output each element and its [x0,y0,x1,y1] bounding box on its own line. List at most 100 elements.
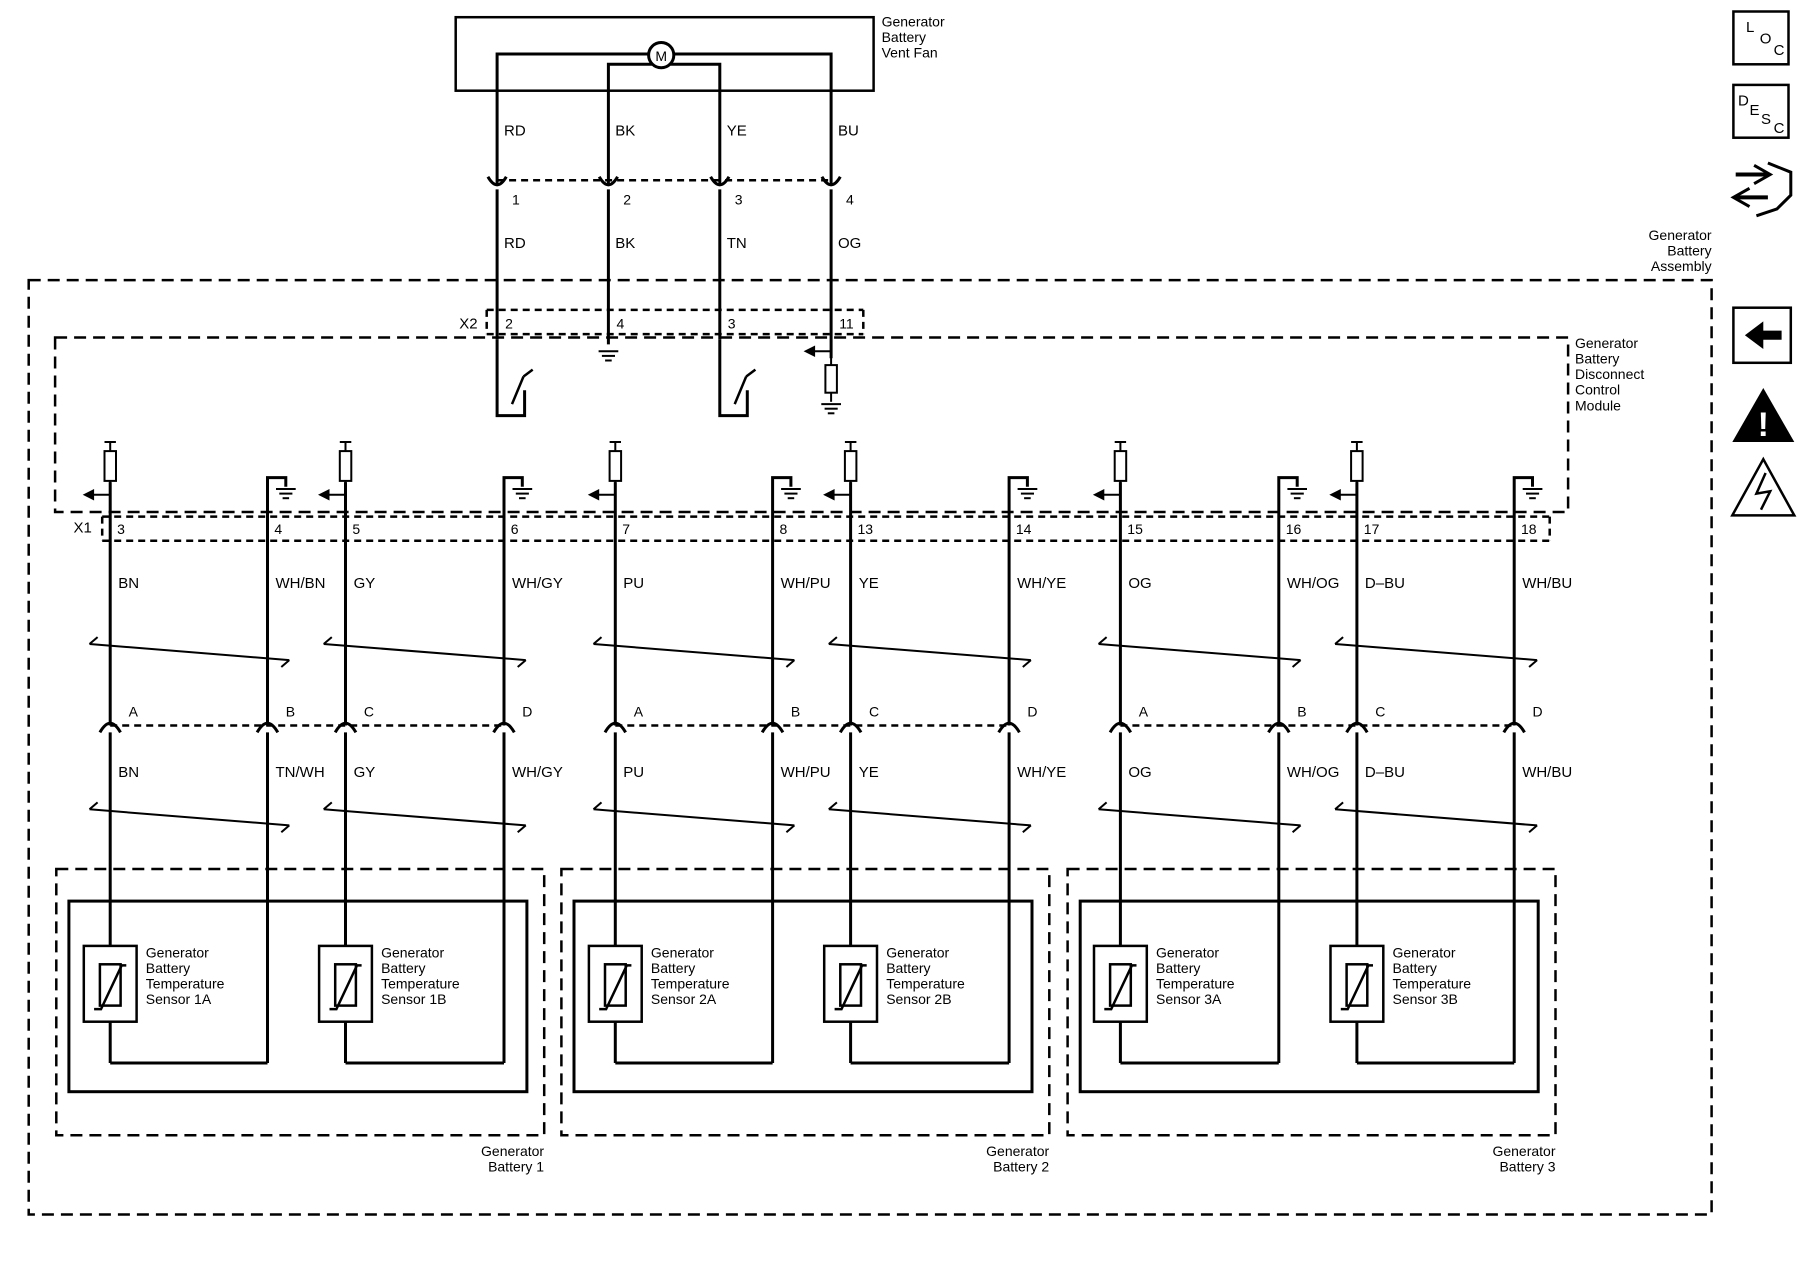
twist-hook [1334,801,1344,811]
twisted-pair-marker [592,801,796,834]
temperature-sensor-label-line: Temperature [1156,976,1235,992]
arrow-head [803,345,816,357]
twist-hook [592,801,603,811]
signal-arrow-icon [587,489,616,501]
x1-pin: 6 [511,521,519,537]
inline-connector-pin: C [1375,703,1385,719]
assembly-label-line: Assembly [1651,258,1712,274]
twist-hook [785,659,796,668]
inline-connector-terminal [492,721,516,734]
connector-repair-icon[interactable] [1730,161,1793,218]
harness-lower-color: WH/OG [1287,764,1340,781]
inline-connector-pin: C [364,703,374,719]
inline-connector-terminal [1108,721,1133,734]
twisted-pair-marker [828,636,1032,668]
harness-upper-color: WH/BN [276,575,326,592]
repair-arrow-head [1730,186,1751,208]
temperature-sensor-label-line: Generator [381,944,444,960]
thermistor-icon [822,944,879,1023]
ground-icon [781,488,801,500]
terminal-cup [820,176,842,187]
twisted-pair-marker [1334,801,1538,834]
pullup-resistor [103,441,117,493]
twisted-pair-marker [592,636,796,668]
inline-connector-pin: A [129,703,139,719]
temperature-sensor-label-line: Sensor 1B [381,991,446,1007]
fan-harness-color: TN [727,235,747,252]
desc-letter: E [1750,102,1760,119]
inline-connector-pin: D [522,703,532,719]
twist-hook [828,636,838,645]
terminal-cup [255,721,280,734]
thermistor-body [603,963,627,1007]
twisted-pair-marker [1097,636,1302,668]
pullup-resistor [843,441,858,493]
return-wire [266,476,288,726]
thermistor-icon [82,944,138,1023]
temperature-sensor-label-line: Battery [381,960,425,976]
fan-connector-terminal [597,176,619,187]
twist-line [1098,643,1301,662]
harness-upper-color: WH/PU [781,575,831,592]
harness-upper-color: WH/BU [1522,575,1572,592]
twist-hook [517,824,527,834]
thermistor-slash [329,964,362,1011]
twist-line [593,643,795,662]
fan-connector-terminal [709,176,731,187]
warning-icon[interactable]: ! [1732,388,1795,444]
temperature-sensor-label-line: Generator [886,944,949,960]
x2-connector-label: X2 [459,315,477,332]
twist-line [323,808,526,827]
generator-battery-3 [1066,867,1557,1137]
pullup-resistor [338,441,353,493]
x2-pin: 11 [839,315,854,331]
inline-connector-pin: D [1027,703,1037,719]
generator-battery-2 [560,867,1051,1137]
twist-hook [1528,824,1538,834]
fan-wire-bu [673,52,833,184]
thermistor-icon [317,944,374,1023]
warning-triangle [1732,388,1795,442]
resistor-body [824,364,838,394]
resistor-body [338,450,353,482]
temperature-sensor-label-line: Temperature [381,976,460,992]
electrical-hazard-icon[interactable] [1730,456,1797,517]
terminal-cup [709,176,731,187]
thermistor-slash [599,964,632,1011]
twist-line [828,808,1031,827]
location-icon[interactable]: LOC [1732,10,1790,66]
twist-hook [323,801,333,811]
harness-lower-color: PU [623,764,644,781]
desc-frame [1732,83,1790,139]
thermistor-icon [1329,944,1385,1023]
vent-fan-box [454,15,875,92]
thermistor-slash [834,964,867,1011]
back-arrow-icon[interactable] [1732,306,1793,365]
battery-label-line: Battery 1 [488,1159,544,1175]
twisted-pair-marker [828,801,1032,834]
terminal-cup [492,721,516,734]
inline-connector-terminal [603,721,627,734]
twist-hook [88,636,99,645]
signal-arrow-icon [1092,489,1121,501]
temperature-sensor-label-line: Temperature [146,976,225,992]
switch-contact [522,368,534,378]
battery-module-frame [67,899,529,1094]
terminal-cup [997,721,1021,734]
resistor-body [103,450,117,482]
twist-hook [88,801,99,811]
harness-upper-color: WH/GY [512,575,563,592]
return-wire [1277,476,1299,726]
desc-letter: S [1761,111,1771,128]
battery-module-frame [572,899,1034,1094]
harness-lower-color: WH/PU [781,764,831,781]
signal-arrow-icon [1329,489,1357,501]
harness-lower-color: D–BU [1365,764,1405,781]
module-label-line: Battery [1575,350,1619,366]
wires [100,52,1551,1065]
temperature-sensor-label-line: Sensor 3B [1393,991,1458,1007]
twisted-pair-marker [88,801,290,834]
battery-label-line: Battery 2 [993,1159,1049,1175]
harness-upper-color: GY [354,575,376,592]
